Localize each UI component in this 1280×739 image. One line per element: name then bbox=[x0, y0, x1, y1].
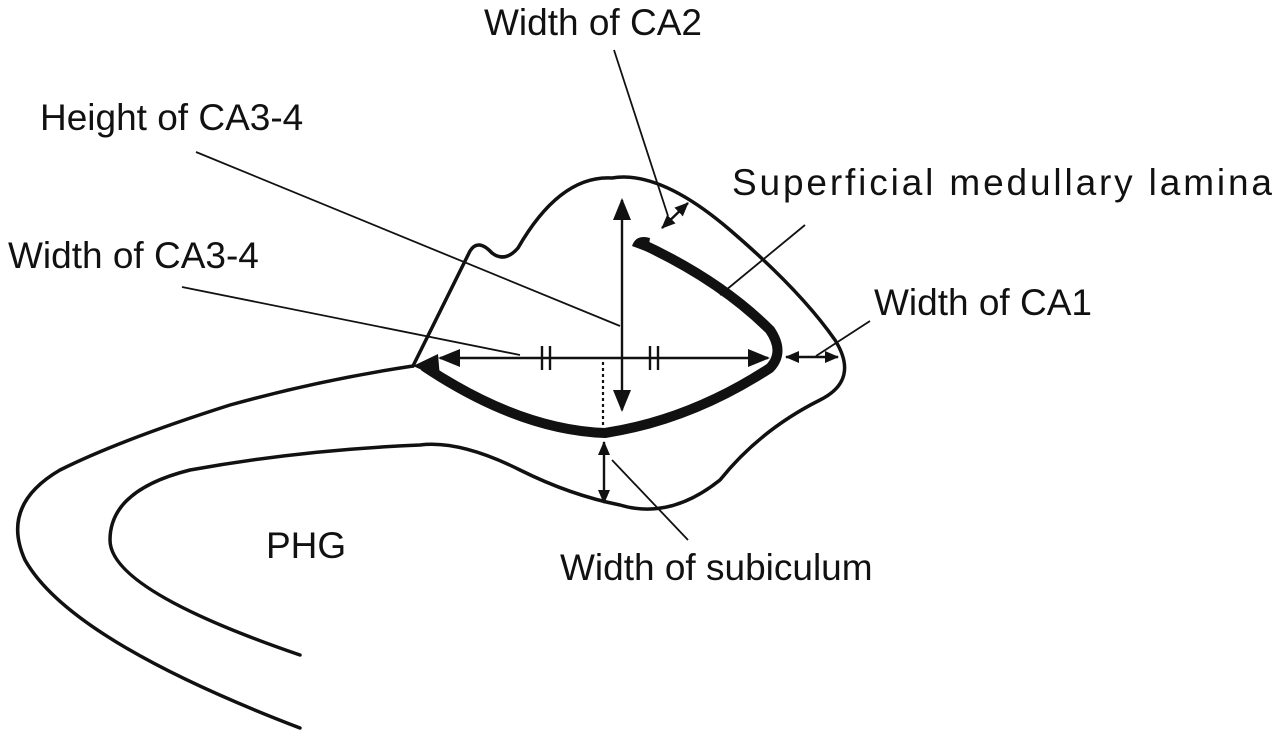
label-width-subiculum: Width of subiculum bbox=[560, 547, 873, 588]
label-width-ca34: Width of CA3-4 bbox=[8, 235, 259, 276]
leader-width-ca34 bbox=[181, 286, 521, 356]
label-phg: PHG bbox=[266, 525, 346, 566]
label-height-ca34: Height of CA3-4 bbox=[40, 97, 303, 138]
leader-width-ca2 bbox=[613, 49, 669, 217]
label-superficial-medullary-lamina: Superficial medullary lamina bbox=[732, 162, 1272, 203]
equal-halves-ticks bbox=[540, 346, 660, 370]
leader-superficial-medullary-lamina bbox=[719, 224, 806, 296]
leader-width-ca1 bbox=[815, 320, 871, 357]
lamina-left-end bbox=[413, 354, 440, 378]
leader-width-subiculum bbox=[611, 459, 689, 541]
parahippocampal-outline bbox=[15, 364, 415, 730]
hippocampus-outline bbox=[108, 175, 847, 657]
width-ca2-arrow bbox=[661, 202, 689, 229]
superficial-medullary-lamina-curve bbox=[420, 238, 783, 438]
label-width-ca2: Width of CA2 bbox=[484, 2, 702, 43]
label-width-ca1: Width of CA1 bbox=[874, 282, 1092, 323]
lamina-top-end bbox=[632, 237, 650, 252]
leader-height-ca34 bbox=[195, 151, 621, 327]
